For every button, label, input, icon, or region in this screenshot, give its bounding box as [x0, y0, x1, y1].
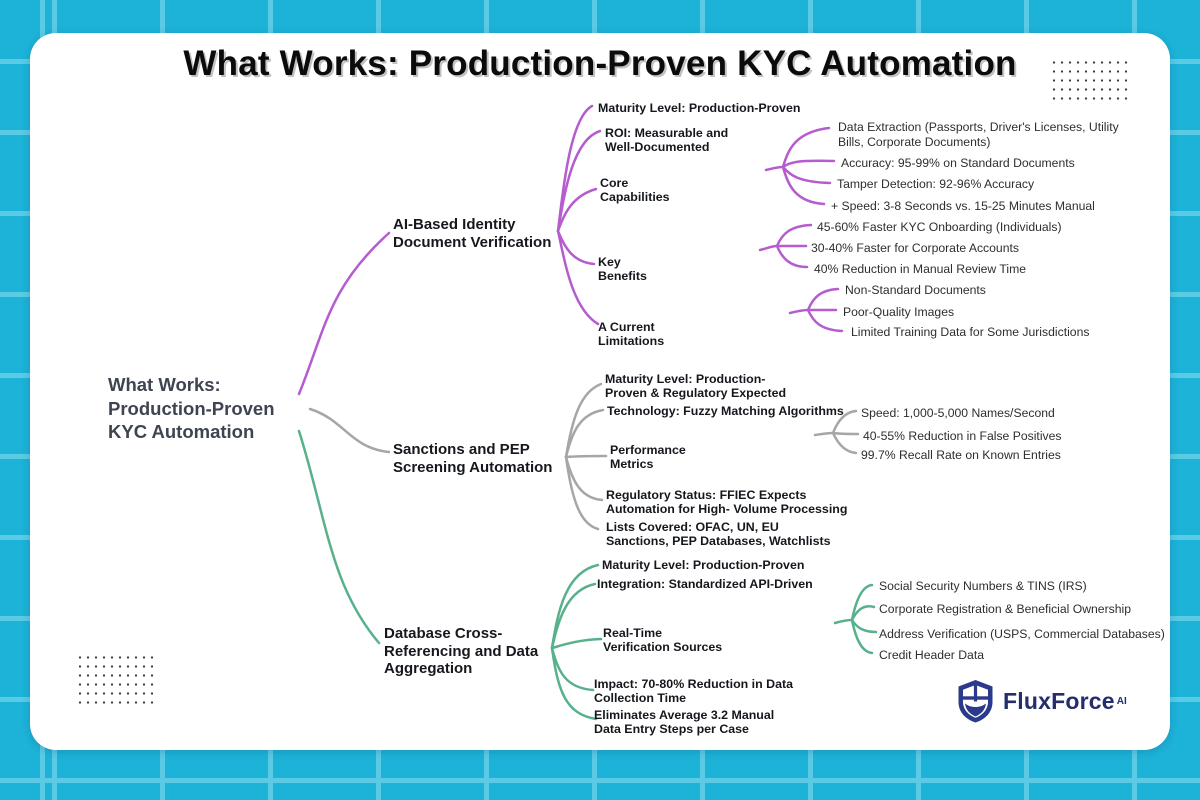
logo-brand: FluxForce: [1003, 687, 1115, 714]
leaf-ssn-tins: Social Security Numbers & TINS (IRS): [879, 579, 1087, 593]
leaf-accuracy: Accuracy: 95-99% on Standard Documents: [841, 156, 1075, 170]
leaf-faster-onboarding: 45-60% Faster KYC Onboarding (Individual…: [817, 220, 1062, 234]
leaf-faster-corporate: 30-40% Faster for Corporate Accounts: [811, 241, 1019, 255]
leaf-address-verification: Address Verification (USPS, Commercial D…: [879, 627, 1165, 641]
node-maturity-level-database: Maturity Level: Production-Proven: [602, 558, 805, 572]
leaf-speed-comparison: + Speed: 3-8 Seconds vs. 15-25 Minutes M…: [831, 199, 1095, 213]
dot-grid-bottom-left: [76, 653, 154, 707]
branch-database-cross-referencing: Database Cross- Referencing and Data Agg…: [384, 625, 539, 677]
leaf-manual-review-reduction: 40% Reduction in Manual Review Time: [814, 262, 1027, 276]
leaf-credit-header-data: Credit Header Data: [879, 648, 984, 662]
dot-grid-top-right: [1050, 58, 1128, 104]
leaf-names-per-second: Speed: 1,000-5,000 Names/Second: [861, 406, 1055, 420]
node-impact: Impact: 70-80% Reduction in Data Collect…: [594, 677, 793, 705]
node-maturity-level-ai: Maturity Level: Production-Proven: [598, 101, 801, 115]
branch-ai-identity-verification: AI-Based Identity Document Verification: [393, 216, 552, 251]
node-core-capabilities: Core Capabilities: [600, 176, 670, 204]
root-node: What Works: Production-Proven KYC Automa…: [108, 374, 275, 442]
node-integration: Integration: Standardized API-Driven: [597, 577, 813, 591]
node-key-benefits: Key Benefits: [598, 255, 647, 283]
leaf-poor-quality-images: Poor-Quality Images: [843, 305, 955, 319]
node-roi: ROI: Measurable and Well-Documented: [605, 126, 729, 154]
node-maturity-level-sanctions: Maturity Level: Production- Proven & Reg…: [605, 372, 787, 400]
node-current-limitations: A Current Limitations: [598, 320, 665, 348]
leaf-limited-training-data: Limited Training Data for Some Jurisdict…: [851, 325, 1090, 339]
diagram-title: What Works: Production-Proven KYC Automa…: [183, 44, 1017, 83]
leaf-data-extraction: Data Extraction (Passports, Driver's Lic…: [838, 120, 1119, 149]
node-lists-covered: Lists Covered: OFAC, UN, EU Sanctions, P…: [606, 520, 831, 548]
leaf-recall-rate: 99.7% Recall Rate on Known Entries: [861, 448, 1061, 462]
branch-sanctions-pep-screening: Sanctions and PEP Screening Automation: [393, 441, 553, 476]
leaf-false-positives: 40-55% Reduction in False Positives: [863, 429, 1062, 443]
node-realtime-verification-sources: Real-Time Verification Sources: [603, 626, 723, 654]
node-performance-metrics: Performance Metrics: [610, 443, 686, 471]
leaf-tamper-detection: Tamper Detection: 92-96% Accuracy: [837, 177, 1035, 191]
logo-superscript: AI: [1116, 695, 1127, 707]
leaf-corporate-registration: Corporate Registration & Beneficial Owne…: [879, 602, 1131, 616]
node-regulatory-status: Regulatory Status: FFIEC Expects Automat…: [606, 488, 848, 516]
node-eliminates-manual-steps: Eliminates Average 3.2 Manual Data Entry…: [594, 708, 775, 736]
shield-icon: [958, 680, 993, 723]
leaf-non-standard-documents: Non-Standard Documents: [845, 283, 986, 297]
node-technology: Technology: Fuzzy Matching Algorithms: [607, 404, 844, 418]
